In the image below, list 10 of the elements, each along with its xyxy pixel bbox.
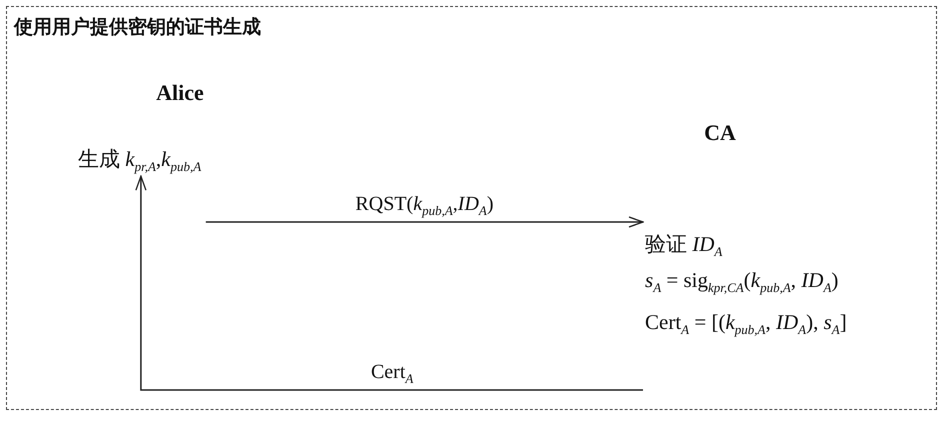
formula-text: Cert$_{A}$ = [(k$_{pub,A}$, ID$_{A}$), s$_{A}$]: [645, 310, 847, 338]
edge-label: RQST(k$_{pub,A}$,ID$_{A}$): [353, 193, 496, 219]
arrow: [206, 216, 644, 228]
formula-text: s$_{A}$ = sig$_{kpr,CA}$(k$_{pub,A}$, ID$_{A}$): [645, 268, 838, 296]
arrow: [135, 176, 643, 391]
step-text: 生成 k$_{pr,A}$,k$_{pub,A}$: [78, 146, 202, 176]
step-text: 验证 ID$_{A}$: [645, 231, 722, 260]
diagram-title: 使用用户提供密钥的证书生成: [14, 15, 261, 40]
participant-header: Alice: [155, 80, 205, 106]
participant-header: CA: [703, 120, 737, 146]
